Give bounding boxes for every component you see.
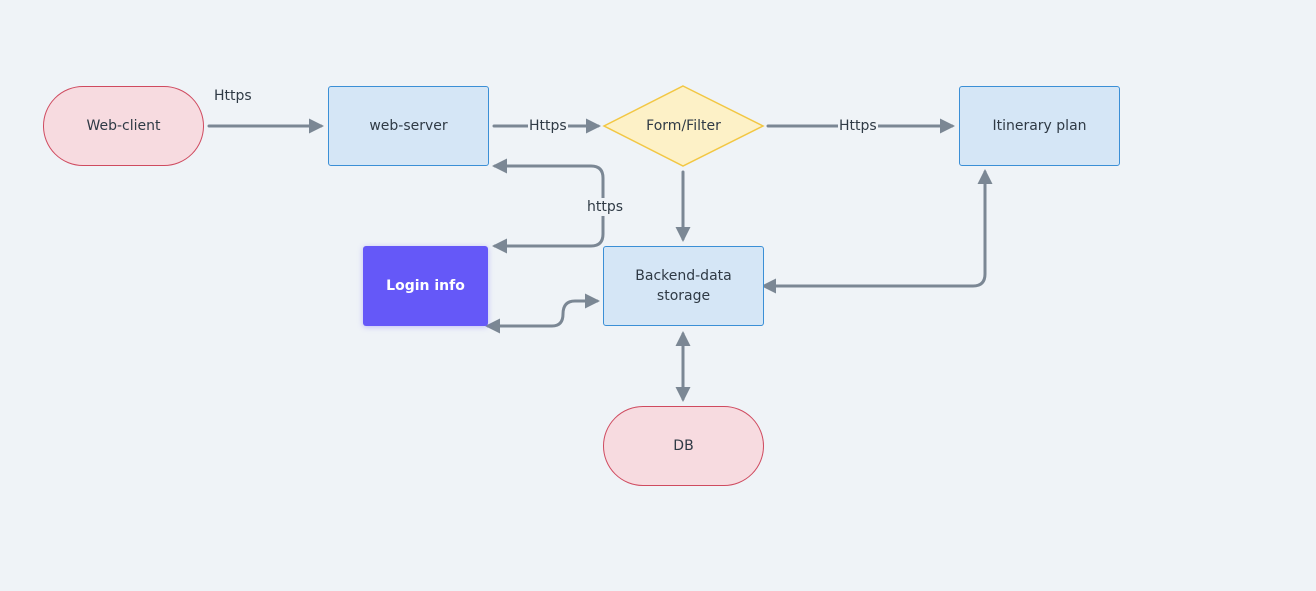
- edge-label-filter-to-itinerary: Https: [838, 117, 878, 135]
- edge-itinerary-to-backend: [761, 169, 993, 294]
- node-itinerary-plan-label: Itinerary plan: [992, 118, 1087, 134]
- node-login-info-label: Login info: [386, 278, 465, 294]
- node-web-server[interactable]: web-server: [328, 86, 489, 166]
- node-web-client[interactable]: Web-client: [43, 86, 204, 166]
- form-filter-diamond[interactable]: [602, 85, 765, 167]
- edge-label-server-to-filter: Https: [528, 117, 568, 135]
- node-web-server-label: web-server: [369, 118, 448, 134]
- node-db-label: DB: [673, 438, 694, 454]
- node-db[interactable]: DB: [603, 406, 764, 486]
- node-form-filter-label: Form/Filter: [646, 118, 721, 134]
- node-backend-storage[interactable]: Backend-data storage: [603, 246, 764, 326]
- node-web-client-label: Web-client: [86, 118, 161, 134]
- edge-label-backend-to-server: https: [586, 198, 625, 216]
- node-backend-storage-label-line1: Backend-data: [635, 268, 732, 284]
- node-form-filter-label-wrap: Form/Filter: [604, 86, 763, 166]
- edge-label-client-to-server: Https: [214, 88, 252, 104]
- node-login-info[interactable]: Login info: [363, 246, 488, 326]
- node-itinerary-plan[interactable]: Itinerary plan: [959, 86, 1120, 166]
- edge-login-to-backend: [485, 293, 600, 334]
- node-backend-storage-label-line2: storage: [656, 288, 711, 304]
